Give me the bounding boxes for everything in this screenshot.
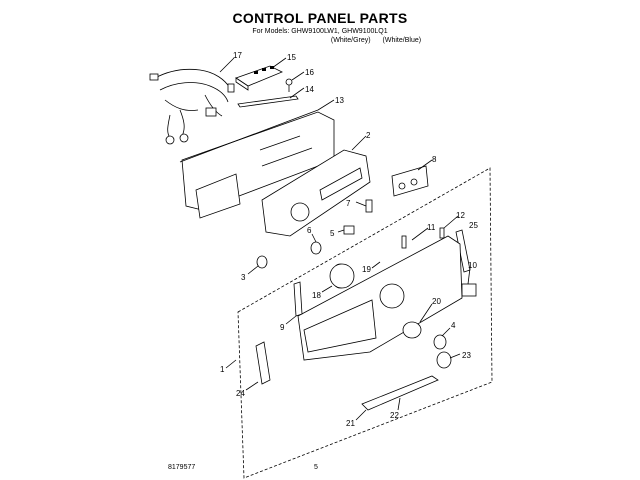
callout-1: 1 xyxy=(220,365,225,374)
callout-7: 7 xyxy=(346,199,351,208)
trim-24-drawing xyxy=(255,341,271,385)
page-number: 5 xyxy=(314,464,318,471)
callout-15: 15 xyxy=(287,53,296,62)
callout-17: 17 xyxy=(233,51,242,60)
callout-2: 2 xyxy=(366,131,371,140)
callout-24: 24 xyxy=(236,389,245,398)
callout-16: 16 xyxy=(305,68,314,77)
switch-assembly-drawing xyxy=(391,165,429,197)
trim-21-drawing xyxy=(361,375,439,411)
wire-harness-drawing xyxy=(149,68,235,145)
callout-14: 14 xyxy=(305,85,314,94)
callout-12: 12 xyxy=(456,211,465,220)
callout-10: 10 xyxy=(468,261,477,270)
variant-2: (White/Blue) xyxy=(382,37,422,44)
page-title: CONTROL PANEL PARTS xyxy=(232,10,408,26)
screw-drawing xyxy=(285,78,293,92)
callout-18: 18 xyxy=(312,291,321,300)
indicator-9-drawing xyxy=(293,281,303,317)
dial-ring-18-drawing xyxy=(329,263,355,289)
callout-labels: 17 15 16 14 13 2 8 7 5 11 12 25 6 3 19 1… xyxy=(220,51,478,428)
callout-19: 19 xyxy=(362,265,371,274)
callout-8: 8 xyxy=(432,155,437,164)
trim-strip-drawing xyxy=(237,95,299,108)
callout-13: 13 xyxy=(335,96,344,105)
knob-4-drawing xyxy=(433,334,447,350)
callout-23: 23 xyxy=(462,351,471,360)
model-info: For Models: GHW9100LW1, GHW9100LQ1 (Whit… xyxy=(0,27,640,45)
callout-11: 11 xyxy=(427,223,436,232)
knob-23-drawing xyxy=(436,351,452,369)
electronic-control-drawing xyxy=(261,149,371,237)
callout-3: 3 xyxy=(241,273,246,282)
callout-5: 5 xyxy=(330,229,335,238)
knob-3-drawing xyxy=(256,255,268,269)
callout-leaders xyxy=(219,57,471,421)
models-line: For Models: GHW9100LW1, GHW9100LQ1 xyxy=(252,28,388,35)
part-12-drawing xyxy=(439,227,445,239)
callout-9: 9 xyxy=(280,323,285,332)
variant-1: (White/Grey) xyxy=(330,37,371,44)
label-10-drawing xyxy=(461,283,477,297)
callout-22: 22 xyxy=(390,411,399,420)
callout-25: 25 xyxy=(469,221,478,230)
console-outline-drawing xyxy=(237,167,493,479)
callout-6: 6 xyxy=(307,226,312,235)
part-7-drawing xyxy=(365,199,373,213)
document-number: 8179577 xyxy=(168,464,196,471)
model-variants: (White/Grey) (White/Blue) xyxy=(0,36,640,45)
knob-6-drawing xyxy=(310,241,322,255)
callout-4: 4 xyxy=(451,321,456,330)
display-module-drawing xyxy=(235,65,283,91)
callout-20: 20 xyxy=(432,297,441,306)
bezel-20-drawing xyxy=(402,321,422,339)
part-5-drawing xyxy=(343,225,355,235)
part-11-drawing xyxy=(401,235,407,249)
callout-21: 21 xyxy=(346,419,355,428)
